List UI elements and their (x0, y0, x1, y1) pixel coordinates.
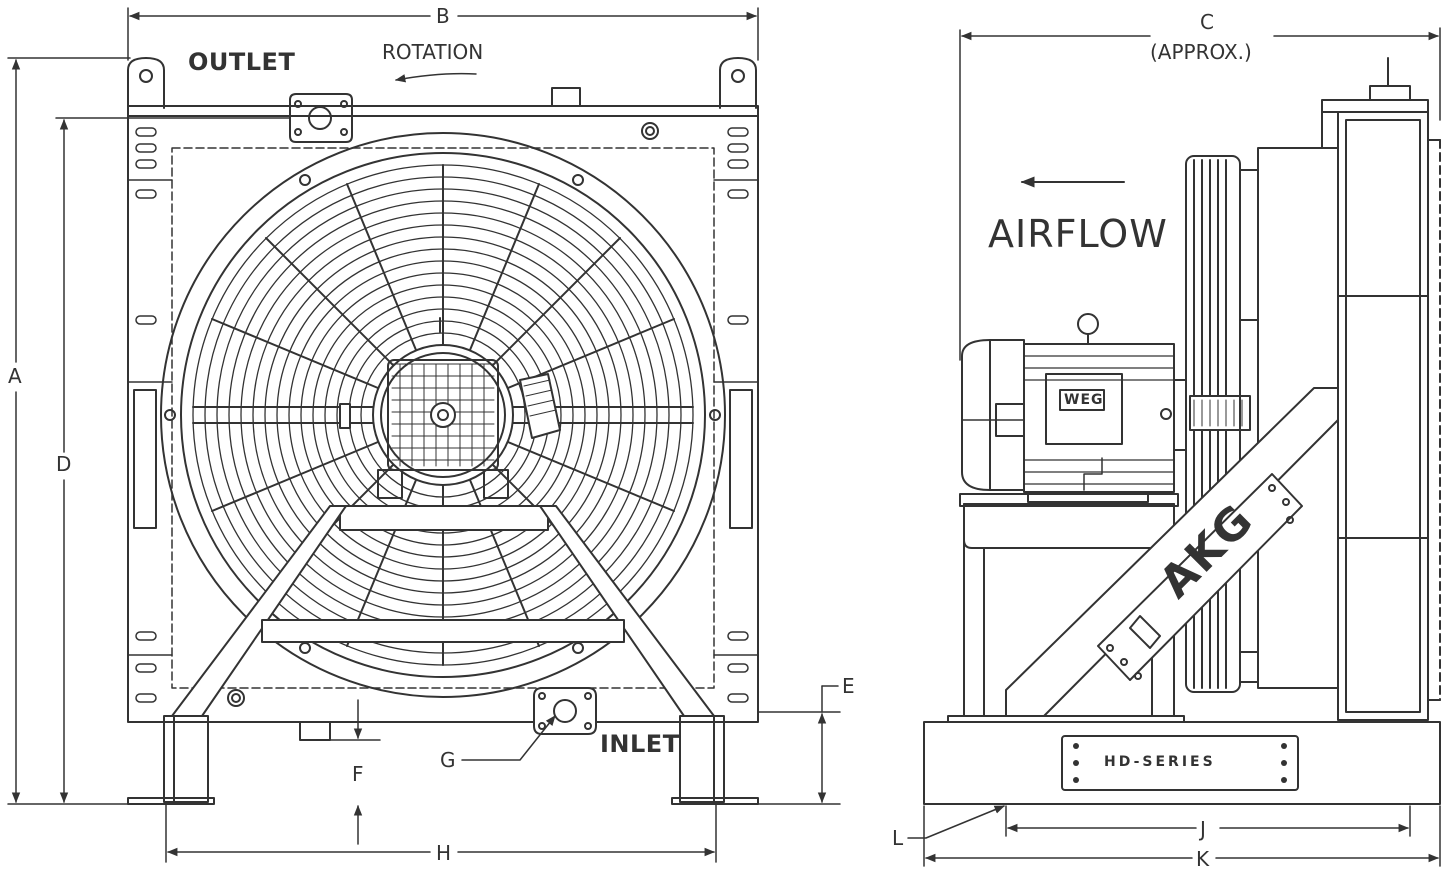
lifting-lug-right (719, 57, 757, 109)
dim-e-label: E (842, 674, 855, 698)
dim-f-label: F (352, 762, 364, 786)
side-bracket-right (729, 389, 753, 529)
diagonal-brace (1005, 387, 1339, 717)
dim-d-label: D (56, 452, 72, 476)
front-stand (171, 505, 715, 717)
lifting-lug-left (127, 57, 165, 109)
dim-b-label: B (436, 4, 450, 28)
dim-j-label: J (1200, 817, 1206, 841)
front-legs (127, 715, 759, 805)
front-view (127, 57, 759, 805)
dimension-lines (7, 7, 1441, 867)
motor-badge: WEG (1064, 392, 1104, 408)
outlet-label: OUTLET (188, 48, 296, 76)
drain-fitting (299, 721, 331, 741)
hd-series-label: HD-SERIES (1104, 754, 1216, 770)
airflow-label: AIRFLOW (988, 212, 1168, 256)
fan-shroud (160, 132, 726, 698)
side-radiator (1321, 57, 1441, 721)
dim-l-label: L (892, 826, 904, 850)
top-fitting (551, 87, 581, 107)
dim-k-label: K (1196, 847, 1210, 871)
side-bracket-left (133, 389, 157, 529)
top-tank (127, 105, 759, 117)
inlet-label: INLET (600, 730, 680, 758)
dim-a-label: A (8, 364, 22, 388)
frame-slots (135, 127, 749, 703)
dim-c-label: C (1200, 10, 1214, 34)
hd-series-plate (1061, 735, 1299, 791)
radiator-core (171, 147, 715, 689)
motor-end (339, 317, 561, 499)
outlet-flange (289, 93, 353, 143)
inlet-flange (533, 687, 597, 735)
approx-label: (APPROX.) (1150, 40, 1252, 64)
side-motor (961, 313, 1187, 503)
dim-h-label: H (436, 841, 452, 865)
side-view (923, 57, 1441, 805)
dim-g-label: G (440, 748, 456, 772)
fan-ring (180, 152, 706, 678)
radiator-frame (127, 115, 759, 723)
rotation-label: ROTATION (382, 40, 484, 64)
